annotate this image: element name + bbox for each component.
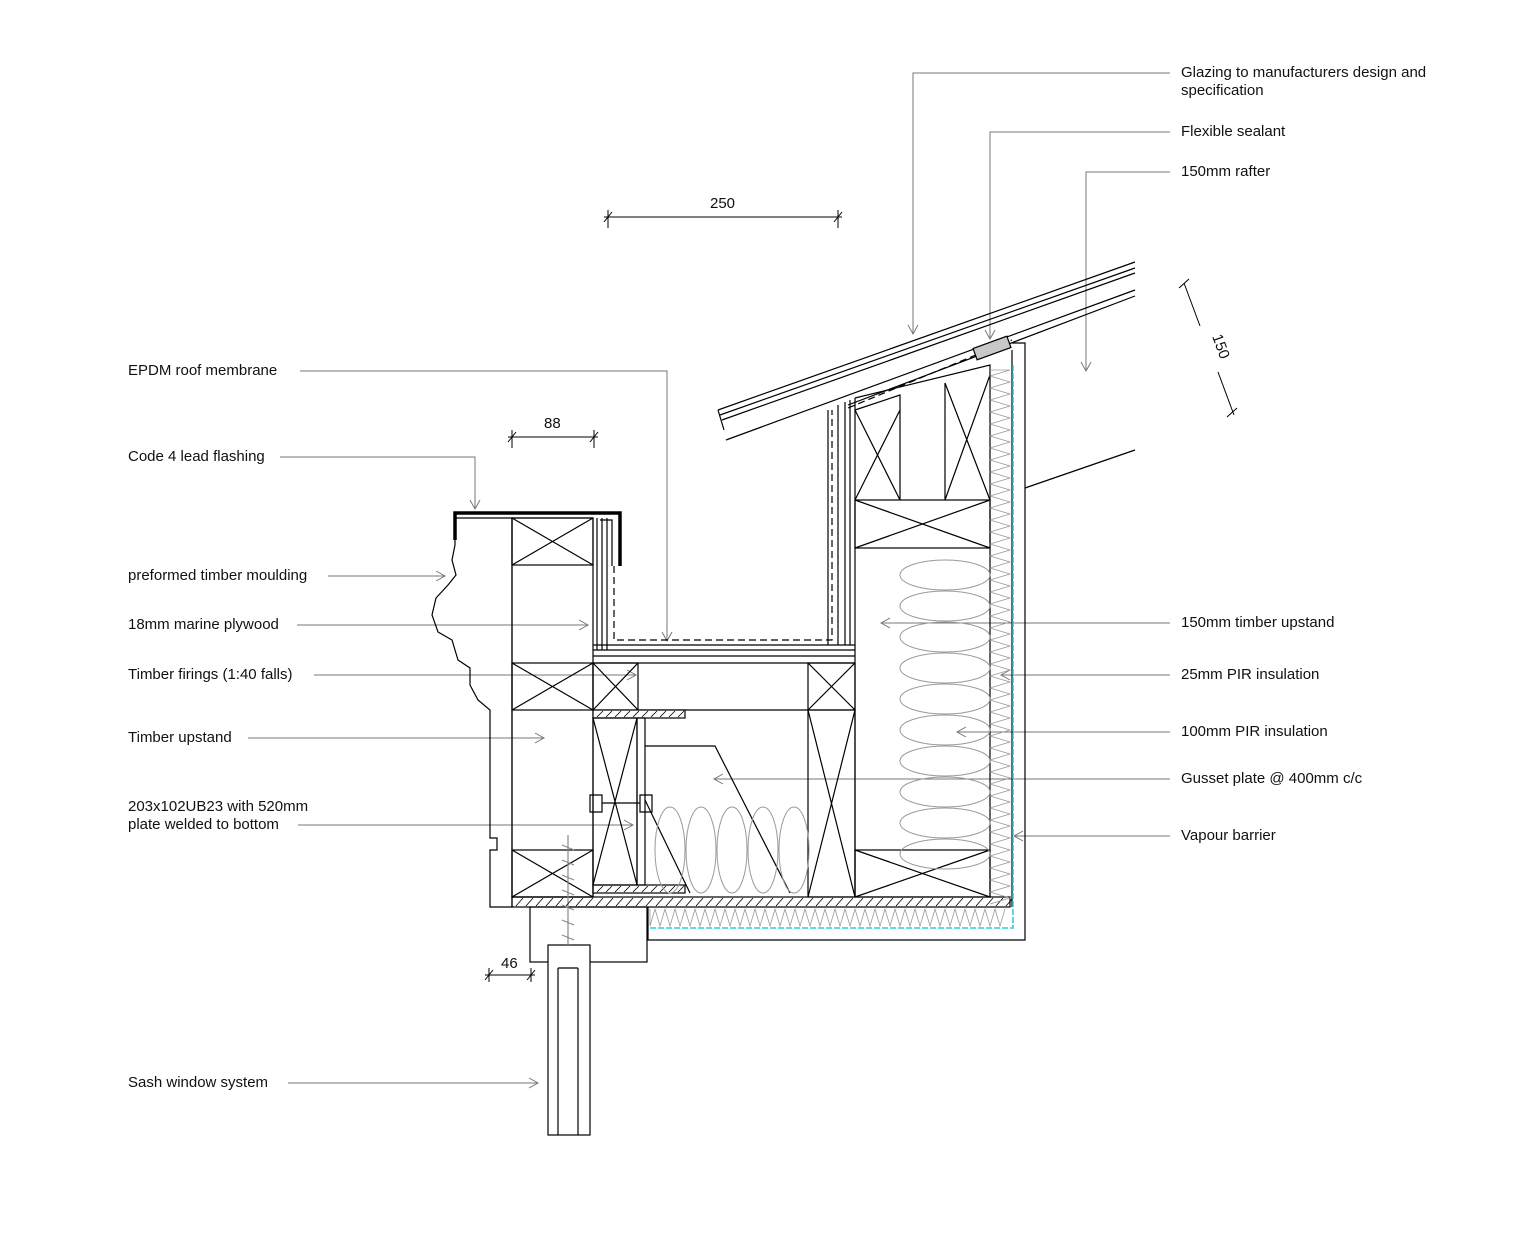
dimension-46: 46	[501, 955, 518, 972]
label-gusset: Gusset plate @ 400mm c/c	[1181, 770, 1363, 787]
insulation-loop	[899, 590, 991, 622]
steel-beam-web	[636, 717, 646, 886]
label-timber-upstand: Timber upstand	[128, 729, 232, 746]
insulation-loop	[899, 621, 991, 653]
label-firings: Timber firings (1:40 falls)	[128, 666, 293, 683]
leader-epdm	[300, 370, 668, 640]
insulation-and-hatching	[515, 365, 1014, 929]
lead-flashing	[453, 511, 622, 566]
insulation-loop	[899, 838, 991, 870]
dimension-lines	[484, 210, 1238, 982]
pir-25-insulation	[988, 369, 1012, 905]
label-rafter: 150mm rafter	[1181, 163, 1271, 180]
steel-beam-bottom-flange	[592, 884, 686, 894]
construction	[431, 261, 1136, 1136]
insulation-loop	[899, 807, 991, 839]
dimension-88: 88	[544, 415, 561, 432]
insulation-loop	[899, 683, 991, 715]
insulation-loop	[899, 714, 991, 746]
insulation-loop	[899, 776, 991, 808]
label-glazing: Glazing to manufacturers design and spec…	[1181, 64, 1427, 99]
label-sealant: Flexible sealant	[1181, 123, 1286, 140]
label-plywood: 18mm marine plywood	[128, 616, 279, 633]
insulation-loop	[778, 806, 810, 894]
pir-soffit-insulation	[649, 907, 1006, 928]
leader-glazing	[912, 72, 1170, 333]
leader-lines	[248, 72, 1170, 1089]
label-pir-25: 25mm PIR insulation	[1181, 666, 1320, 683]
label-pir-100: 100mm PIR insulation	[1181, 723, 1328, 740]
insulation-loop	[747, 806, 779, 894]
insulation-loop	[899, 745, 991, 777]
label-150-timber-upstand: 150mm timber upstand	[1181, 614, 1335, 631]
flexible-sealant	[972, 335, 1012, 361]
label-steel-beam: 203x102UB23 with 520mm plate welded to b…	[128, 798, 309, 833]
insulation-loop	[899, 652, 991, 684]
label-moulding: preformed timber moulding	[128, 567, 308, 584]
bolt	[589, 794, 653, 813]
epdm-membrane	[613, 410, 833, 641]
label-vapour-barrier: Vapour barrier	[1181, 827, 1276, 844]
insulation-loop	[716, 806, 748, 894]
leader-lead	[280, 456, 476, 508]
glazing-unit	[717, 261, 1136, 441]
sash-frame	[547, 944, 591, 1136]
label-lead-flashing: Code 4 lead flashing	[128, 448, 265, 465]
leader-rafter	[1085, 171, 1170, 370]
gusset-plate	[645, 745, 791, 894]
label-epdm: EPDM roof membrane	[128, 362, 278, 379]
steel-plate-hatch	[515, 897, 1014, 907]
screw	[561, 835, 575, 945]
insulation-loop	[654, 806, 686, 894]
vapour-barrier	[650, 365, 1014, 929]
timber-moulding	[431, 517, 513, 908]
dimension-250: 250	[710, 195, 736, 212]
insulation-loop	[899, 559, 991, 591]
insulation-loop	[685, 806, 717, 894]
leader-sealant	[989, 131, 1170, 338]
label-sash-window: Sash window system	[128, 1074, 269, 1091]
